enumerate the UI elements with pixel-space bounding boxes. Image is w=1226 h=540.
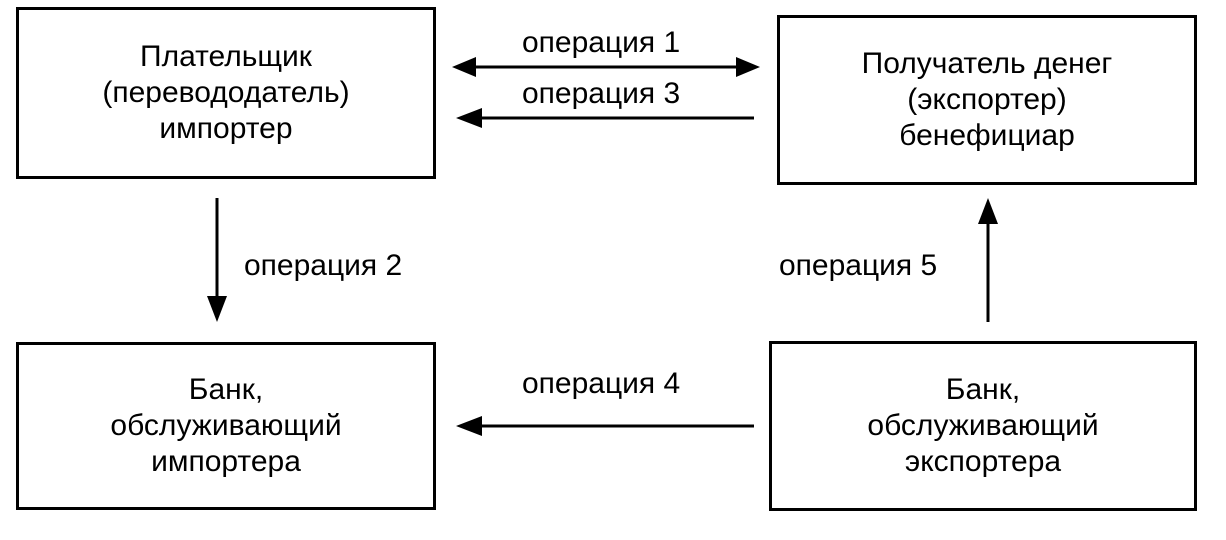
operation-5-label: операция 5 [779, 249, 938, 282]
operation-1-arrowhead-left [452, 57, 476, 77]
receiver-line-1: Получатель денег [861, 47, 1113, 80]
receiver-line-2: (экспортер) [907, 83, 1067, 116]
payer-line-3: импортер [159, 112, 293, 145]
payer-line-2: (перевододатель) [102, 76, 350, 109]
importer-bank-line-1: Банк, [188, 373, 264, 406]
operation-4-arrowhead [456, 416, 482, 436]
exporter-bank-box: Банк, обслуживающий экспортера [769, 341, 1197, 511]
operation-3-arrowhead [456, 108, 482, 128]
operation-4-label: операция 4 [522, 367, 681, 400]
receiver-box: Получатель денег (экспортер) бенефициар [777, 15, 1197, 185]
importer-bank-box: Банк, обслуживающий импортера [16, 342, 436, 510]
receiver-line-3: бенефициар [899, 119, 1075, 152]
importer-bank-line-2: обслуживающий [110, 409, 342, 442]
operation-5-arrowhead [978, 198, 998, 224]
operation-2-label: операция 2 [244, 249, 403, 282]
payer-line-1: Плательщик [140, 40, 312, 73]
operation-3-label: операция 3 [522, 77, 681, 110]
exporter-bank-line-2: обслуживающий [867, 409, 1099, 442]
payer-box: Плательщик (перевододатель) импортер [16, 7, 436, 179]
operation-1-label: операция 1 [522, 26, 681, 59]
importer-bank-line-3: импортера [151, 445, 301, 478]
exporter-bank-line-3: экспортера [904, 445, 1062, 478]
operation-1-arrowhead-right [736, 57, 760, 77]
exporter-bank-line-1: Банк, [945, 373, 1021, 406]
operation-2-arrowhead [207, 296, 227, 322]
